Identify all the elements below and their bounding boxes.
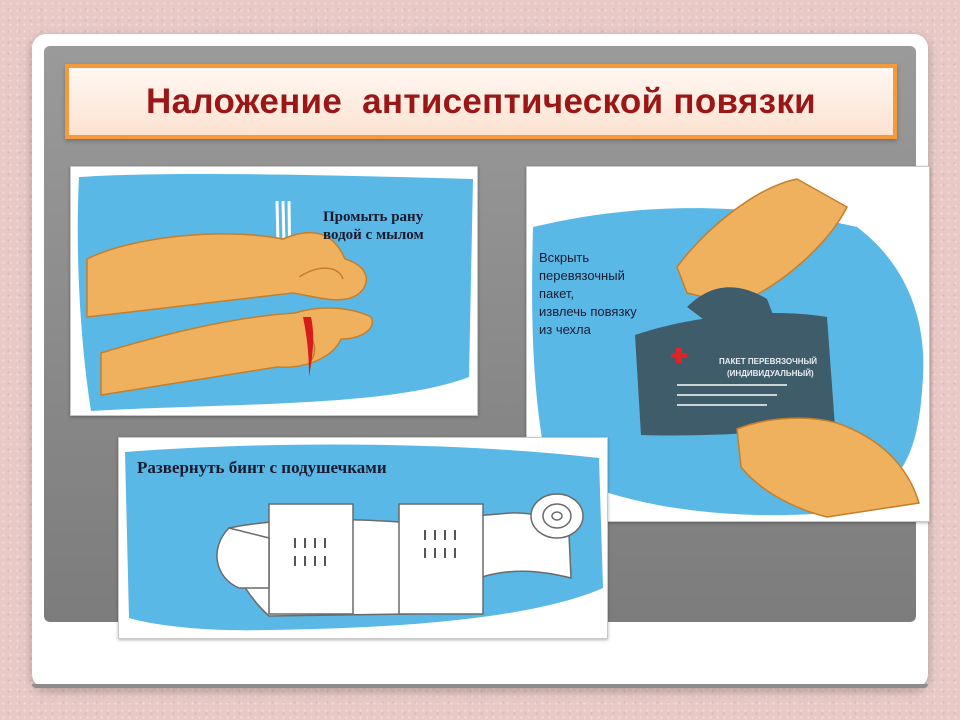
wash-caption-line1: Промыть рану (323, 209, 424, 225)
wash-caption-line2: водой с мылом (323, 227, 424, 243)
bandage-illustration (125, 444, 603, 631)
packet-caption-line2: перевязочный (539, 268, 625, 283)
bandage-roll-icon (530, 493, 584, 539)
slide-bottom-edge (32, 684, 928, 688)
packet-label-line1: ПАКЕТ ПЕРЕВЯЗОЧНЫЙ (719, 357, 818, 366)
packet-caption-line4: извлечь повязку (539, 304, 637, 319)
packet-caption-line3: пакет, (539, 286, 575, 301)
bandage-pad-left (268, 503, 354, 615)
wash-illustration (77, 173, 474, 411)
panel-open-packet: ПАКЕТ ПЕРЕВЯЗОЧНЫЙ (ИНДИВИДУАЛЬНЫЙ) Вскр… (526, 166, 930, 522)
packet-caption-line1: Вскрыть (539, 250, 590, 265)
panel-unroll-bandage: Развернуть бинт с подушечками (118, 437, 608, 639)
wound-blood-icon (303, 317, 314, 377)
slide: Наложение антисептической повязки Промыт… (32, 34, 930, 688)
panel-wash-wound: Промыть рану водой с мылом (70, 166, 478, 416)
unroll-caption: Развернуть бинт с подушечками (137, 458, 387, 477)
bandage-pad-right (398, 503, 484, 615)
title-box: Наложение антисептической повязки (65, 64, 897, 139)
slide-title: Наложение антисептической повязки (146, 81, 816, 121)
red-cross-icon (676, 348, 682, 363)
packet-label-line2: (ИНДИВИДУАЛЬНЫЙ) (727, 369, 814, 378)
packet-illustration (532, 178, 924, 518)
packet-caption-line5: из чехла (539, 322, 591, 337)
